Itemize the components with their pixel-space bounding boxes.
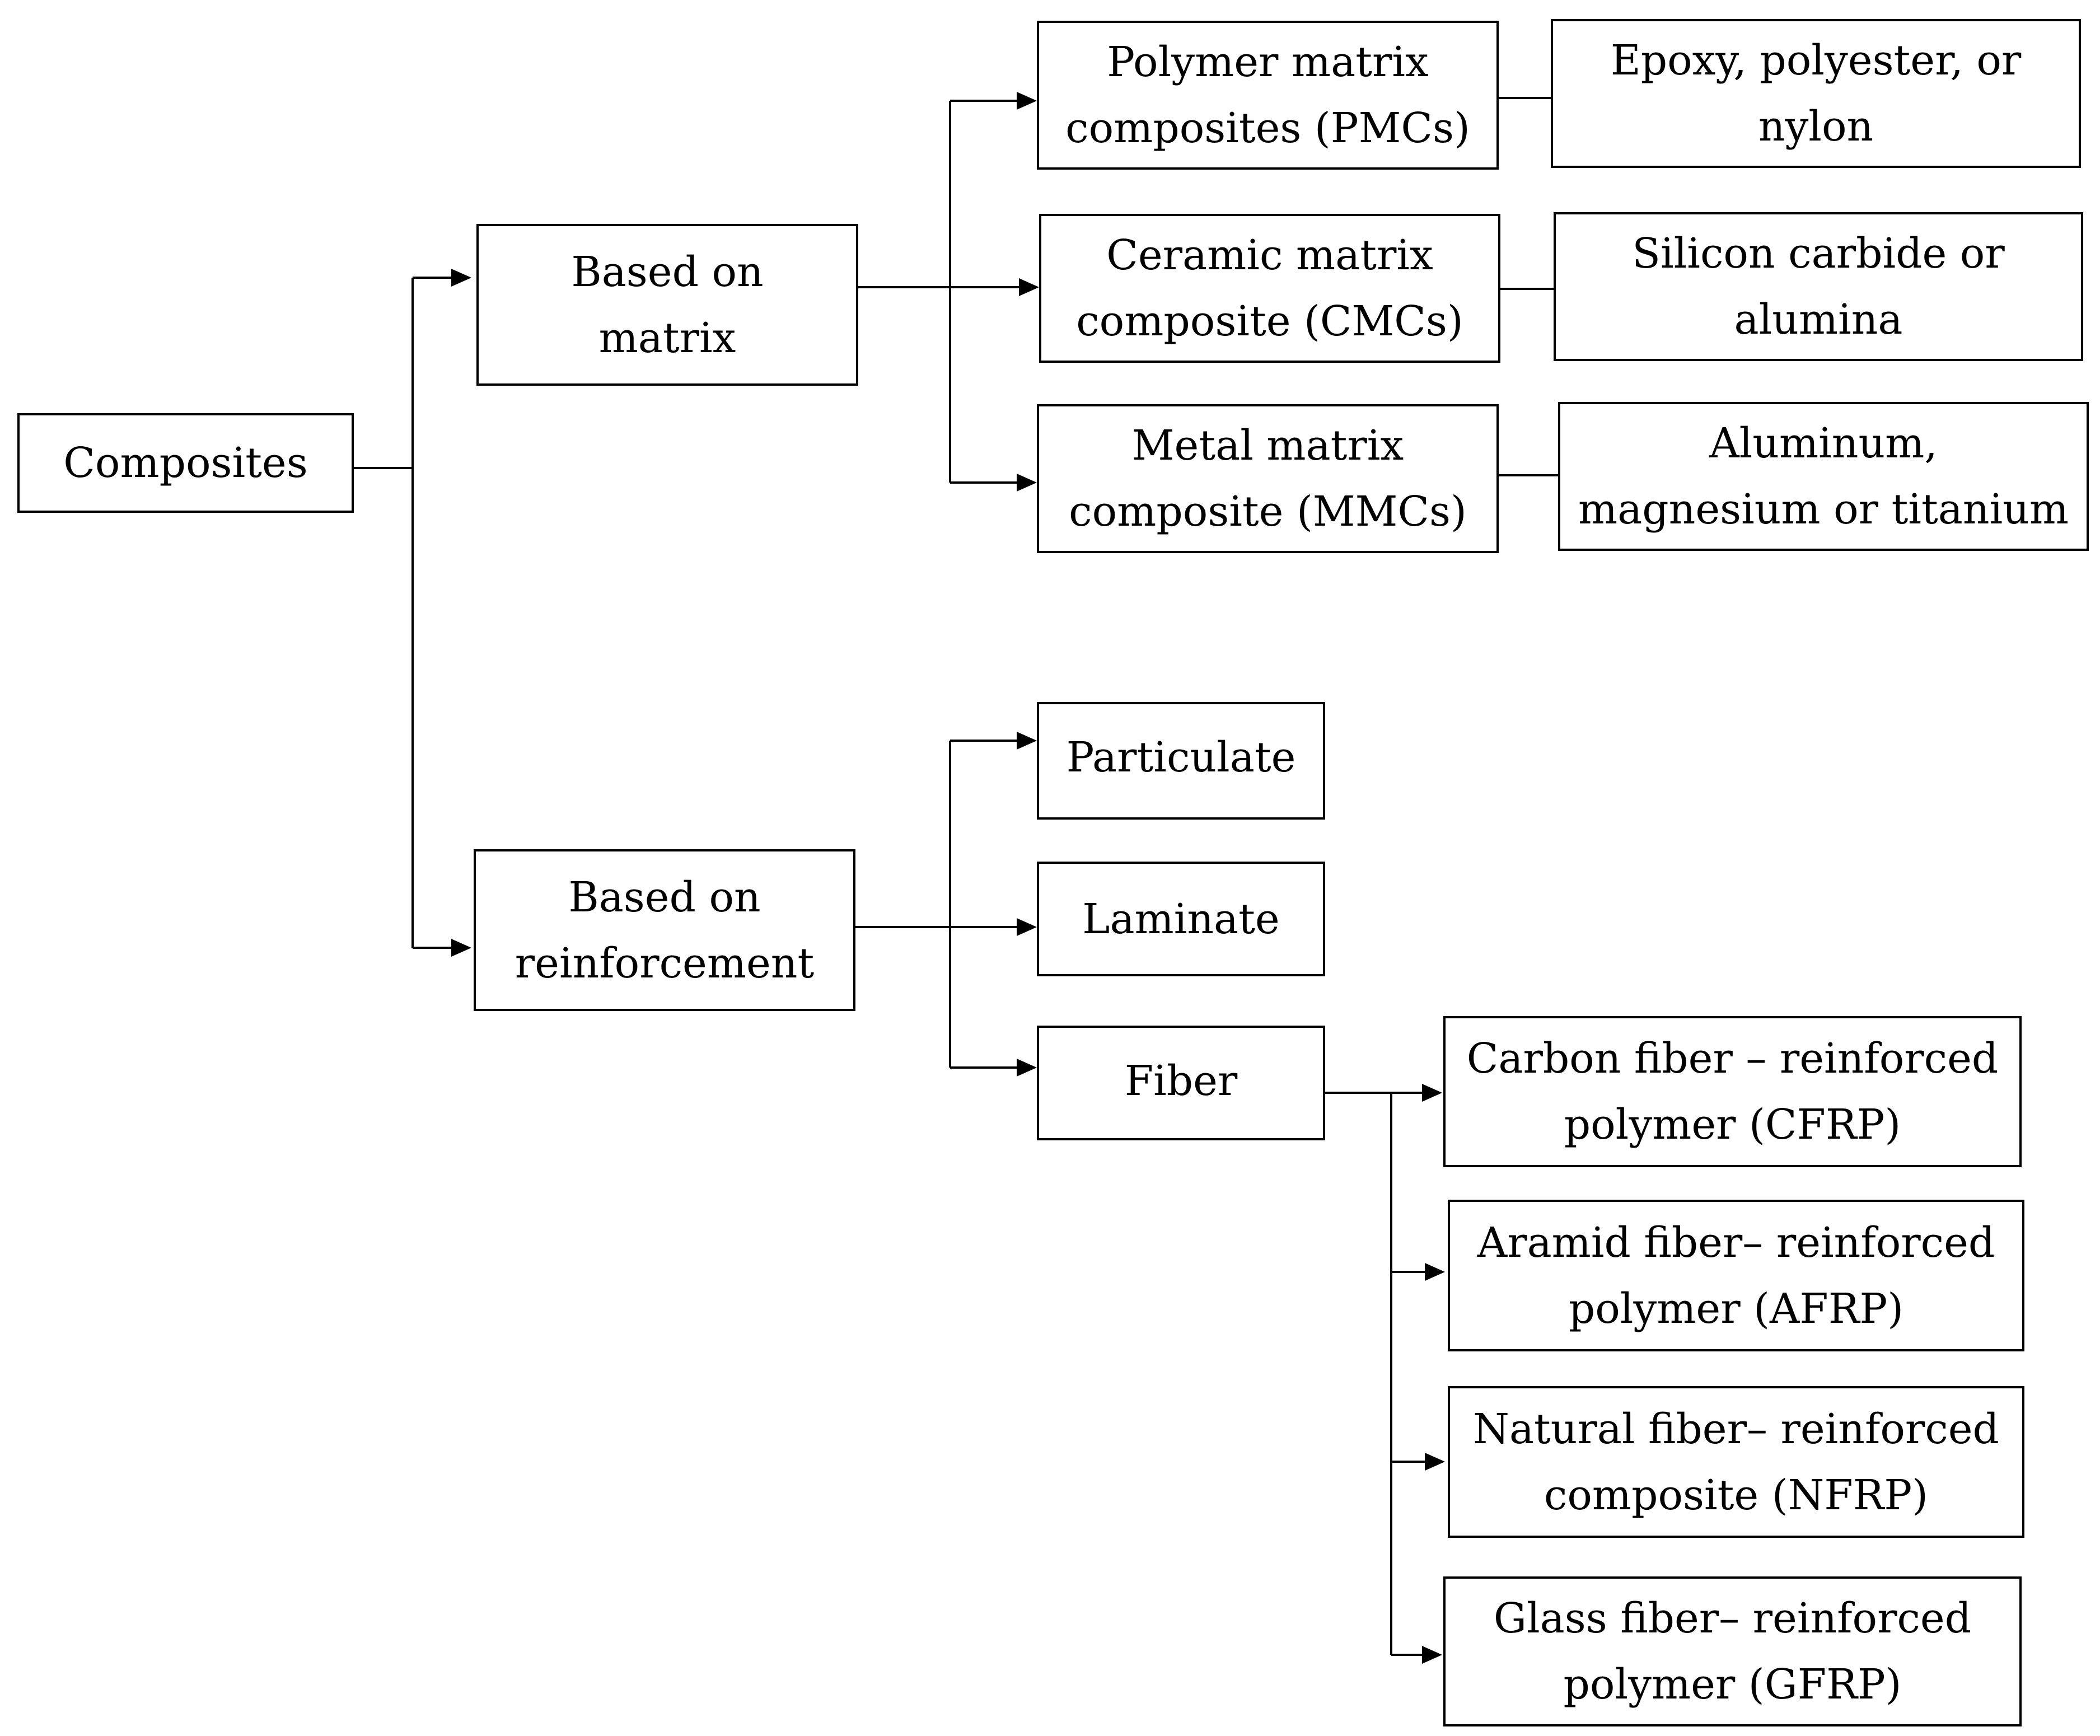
fiber-type-label: Aramid fiber– reinforced polymer (AFRP) — [1477, 1218, 1995, 1333]
matrix-type-label: Metal matrix composite (MMCs) — [1069, 422, 1467, 536]
category-reinforcement-label: Based on reinforcement — [515, 873, 815, 988]
matrix-type-label: Polymer matrix composites (PMCs) — [1065, 38, 1470, 152]
matrix-type-label: Ceramic matrix composite (CMCs) — [1076, 231, 1463, 345]
fiber-type-label: Carbon fiber – reinforced polymer (CFRP) — [1466, 1035, 1999, 1149]
category-node-matrix: Based on matrix — [476, 224, 858, 386]
matrix-example-node-cmc: Silicon carbide or alumina — [1554, 212, 2083, 361]
matrix-example-label: Silicon carbide or alumina — [1632, 230, 2005, 344]
reinforcement-type-node-fiber: Fiber — [1037, 1026, 1325, 1140]
matrix-example-node-mmc: Aluminum, magnesium or titanium — [1558, 402, 2089, 551]
reinforcement-type-node-laminate: Laminate — [1037, 862, 1325, 976]
root-node-label: Composites — [63, 439, 308, 487]
fiber-type-node-nfrp: Natural fiber– reinforced composite (NFR… — [1448, 1386, 2024, 1538]
fiber-type-node-cfrp: Carbon fiber – reinforced polymer (CFRP) — [1443, 1016, 2022, 1167]
matrix-type-node-pmc: Polymer matrix composites (PMCs) — [1037, 21, 1499, 170]
reinforcement-type-label: Particulate — [1066, 733, 1296, 782]
reinforcement-type-node-particulate: Particulate — [1037, 702, 1325, 820]
fiber-type-label: Natural fiber– reinforced composite (NFR… — [1473, 1405, 1999, 1519]
fiber-type-node-afrp: Aramid fiber– reinforced polymer (AFRP) — [1448, 1200, 2024, 1351]
matrix-example-label: Epoxy, polyester, or nylon — [1610, 36, 2022, 151]
matrix-example-label: Aluminum, magnesium or titanium — [1578, 419, 2069, 534]
matrix-example-node-pmc: Epoxy, polyester, or nylon — [1551, 19, 2081, 168]
category-node-reinforcement: Based on reinforcement — [474, 849, 855, 1011]
reinforcement-type-label: Laminate — [1082, 895, 1280, 943]
matrix-type-node-cmc: Ceramic matrix composite (CMCs) — [1039, 214, 1500, 363]
category-matrix-label: Based on matrix — [571, 247, 764, 362]
fiber-type-label: Glass fiber– reinforced polymer (GFRP) — [1493, 1594, 1972, 1709]
reinforcement-type-label: Fiber — [1124, 1057, 1238, 1105]
matrix-type-node-mmc: Metal matrix composite (MMCs) — [1037, 404, 1499, 553]
fiber-type-node-gfrp: Glass fiber– reinforced polymer (GFRP) — [1443, 1576, 2022, 1726]
root-node-composites: Composites — [17, 413, 354, 513]
